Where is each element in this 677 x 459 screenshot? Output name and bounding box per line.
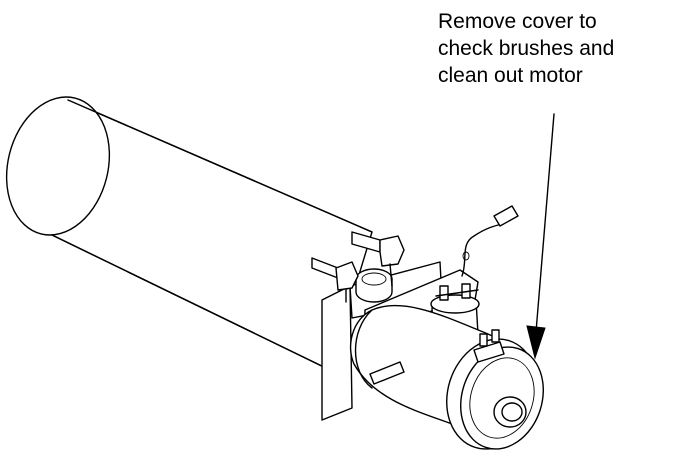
- electric-motor: [349, 304, 544, 450]
- hose-fitting-2: [311, 257, 359, 303]
- callout-line-2: check brushes and: [438, 37, 615, 60]
- callout-line-3: clean out motor: [438, 64, 583, 87]
- leader-arrow: [526, 113, 555, 360]
- motor-terminals: [473, 329, 505, 363]
- hose-fitting-1: [351, 231, 405, 287]
- reservoir-tank: [5, 96, 373, 371]
- callout-line-1: Remove cover to: [438, 10, 597, 33]
- fill-cap: [355, 268, 393, 303]
- wire-connector: [461, 205, 519, 277]
- callout-text: Remove cover to check brushes and clean …: [438, 8, 673, 89]
